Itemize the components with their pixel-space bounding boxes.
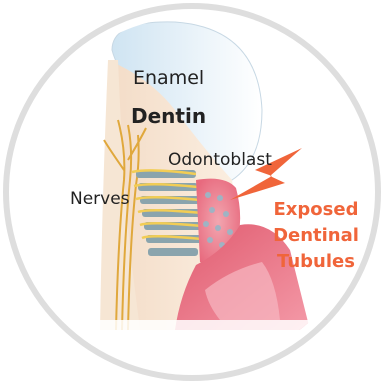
dentin-label: Dentin xyxy=(131,104,206,128)
odontoblast-label: Odontoblast xyxy=(168,150,272,170)
enamel-label: Enamel xyxy=(133,67,204,89)
exposed-line-2: Dentinal xyxy=(266,223,366,249)
nerves-label: Nerves xyxy=(70,189,130,209)
exposed-line-3: Tubules xyxy=(266,249,366,275)
exposed-line-1: Exposed xyxy=(266,197,366,223)
exposed-dentinal-tubules-label: Exposed Dentinal Tubules xyxy=(266,197,366,275)
